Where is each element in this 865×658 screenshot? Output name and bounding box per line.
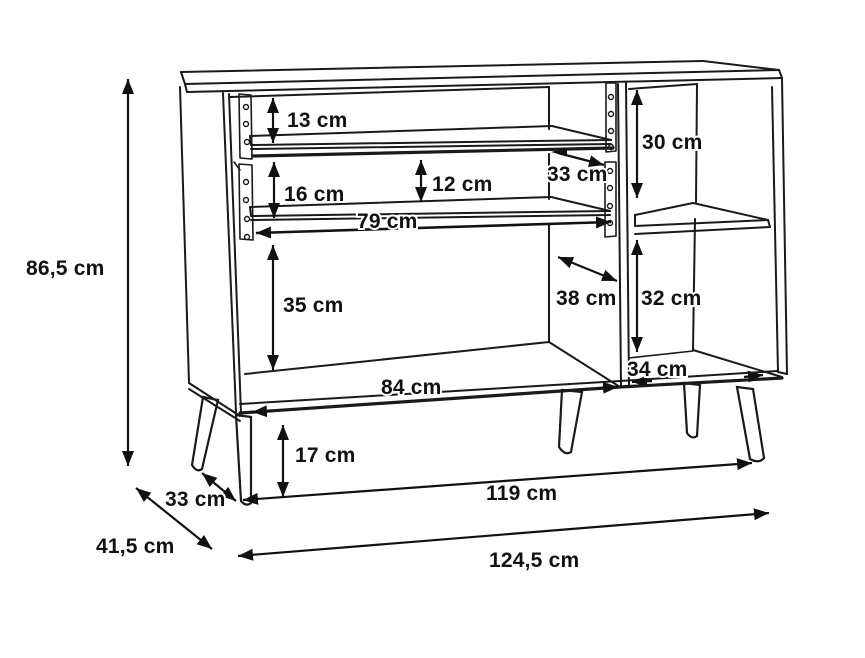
leg-front-right (735, 385, 766, 463)
cabinet-structure (179, 60, 788, 506)
left-upper-shelf (249, 125, 615, 158)
dim-leg-depth-spacing-label: 33 cm (165, 488, 226, 511)
dim-overall-width: 124,5 cm (237, 508, 770, 574)
dim-interior-depth: 38 cm (554, 255, 618, 312)
dim-right-upper-compartment-height: 30 cm (631, 90, 704, 198)
dim-leg-height: 17 cm (277, 425, 357, 497)
dim-right-upper-compartment-label: 30 cm (642, 131, 703, 154)
top-panel (180, 60, 783, 93)
dim-upper-shelf-depth-label: 33 cm (547, 163, 608, 186)
dim-right-lower-compartment-height: 32 cm (631, 240, 703, 352)
leg-back-right (682, 381, 702, 439)
leg-front-left (234, 413, 253, 506)
dim-shelf-width: 79 cm (255, 208, 612, 239)
dim-overall-width-label: 124,5 cm (489, 549, 579, 572)
leg-middle (557, 388, 584, 455)
right-shelf (634, 202, 771, 235)
dim-shelf-width-label: 79 cm (357, 210, 418, 233)
dim-second-compartment-label: 16 cm (284, 183, 345, 206)
rail-divider-upper (605, 82, 617, 153)
dim-right-compartment-width: 34 cm (625, 356, 764, 388)
dim-overall-depth-label: 41,5 cm (96, 535, 174, 558)
bottom-panel (238, 341, 784, 415)
rail-left-lower (233, 161, 254, 241)
center-divider (548, 82, 630, 388)
right-side-panel (771, 78, 788, 375)
dim-left-compartment-width: 84 cm (251, 374, 619, 418)
dim-top-compartment-height: 13 cm (267, 98, 349, 143)
dim-overall-height: 86,5 cm (24, 79, 134, 466)
dim-top-compartment-label: 13 cm (287, 109, 348, 132)
dim-left-compartment-width-label: 84 cm (381, 376, 442, 399)
dim-right-lower-compartment-label: 32 cm (641, 287, 702, 310)
dim-shelf-clearance: 12 cm (415, 160, 494, 202)
dim-right-compartment-width-label: 34 cm (627, 358, 688, 381)
dim-shelf-clearance-label: 12 cm (432, 173, 493, 196)
back-right-corner (692, 83, 698, 351)
left-side-panel (179, 86, 242, 422)
dim-leg-width-spacing-label: 119 cm (486, 482, 557, 505)
dim-lower-compartment-label: 35 cm (283, 294, 344, 317)
dim-overall-height-label: 86,5 cm (26, 257, 104, 280)
dim-upper-shelf-depth: 33 cm (545, 147, 609, 188)
dim-overall-depth: 41,5 cm (94, 487, 213, 560)
dim-interior-depth-label: 38 cm (556, 287, 617, 310)
rail-left-upper (238, 93, 253, 160)
leg-back-left (190, 395, 220, 472)
dimensions: 86,5 cm 13 cm 16 cm 12 cm 33 cm 30 cm 79… (24, 79, 770, 574)
dim-second-compartment-height: 16 cm (268, 162, 346, 218)
dim-leg-width-spacing: 119 cm (242, 458, 753, 507)
dim-lower-compartment-height: 35 cm (267, 245, 345, 370)
dim-leg-depth-spacing: 33 cm (163, 472, 237, 513)
dim-leg-height-label: 17 cm (295, 444, 356, 467)
back-panel-top-edge (229, 83, 698, 98)
